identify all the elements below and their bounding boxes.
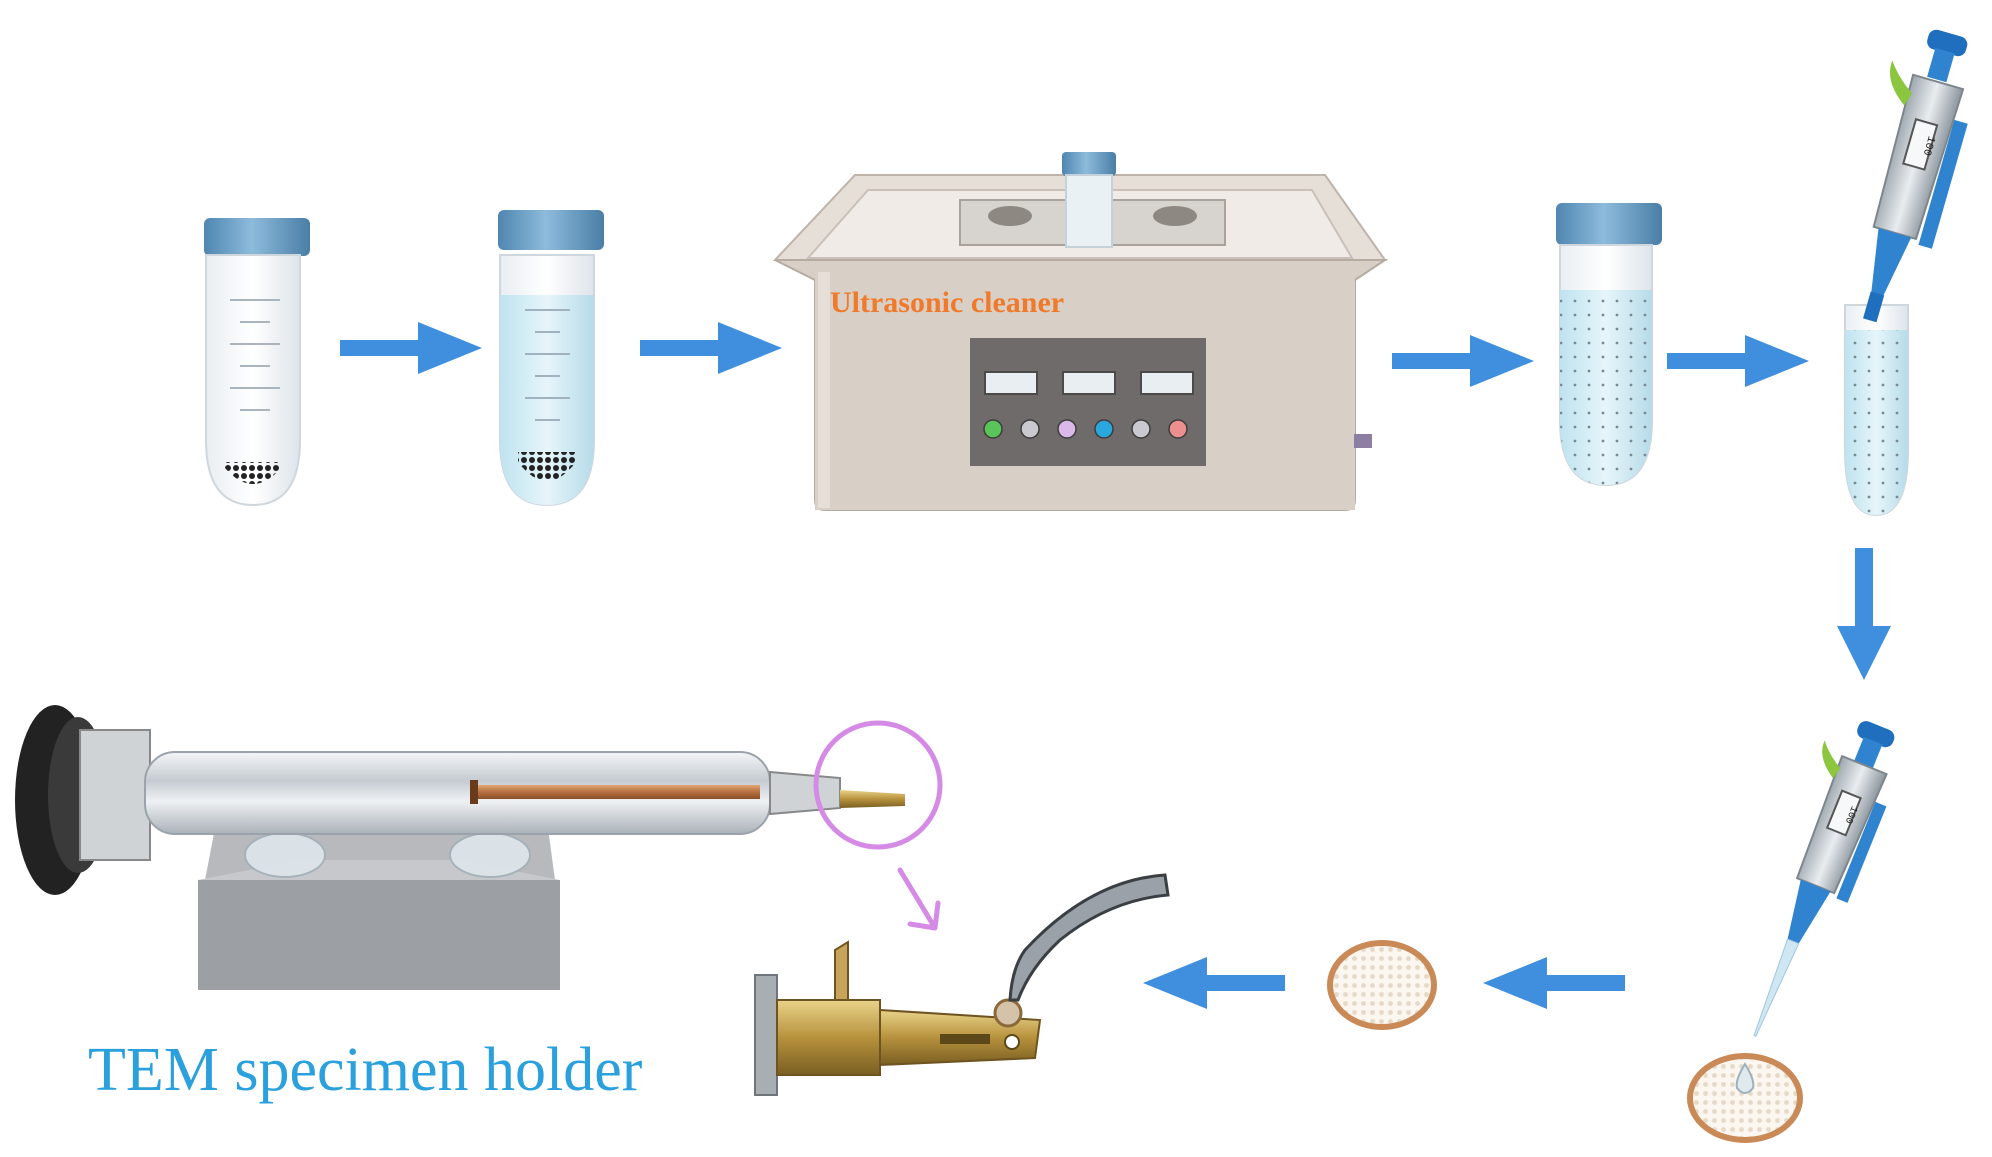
tube-dispersion (1556, 203, 1662, 487)
panel-button-4 (1094, 419, 1114, 439)
arrow-left-2 (1143, 957, 1285, 1009)
magnifier-circle (813, 720, 943, 850)
tem-specimen-holder: TEM specimen holder (15, 705, 943, 1104)
tweezers (1008, 873, 1170, 1002)
arrow-4 (1667, 335, 1809, 387)
pipette-lower: 100 (1687, 721, 1895, 1143)
panel-button-1 (983, 419, 1003, 439)
arrow-down (1837, 548, 1891, 680)
copper-grid-dried (1327, 940, 1437, 1030)
arrow-1 (340, 322, 482, 374)
holder-label: TEM specimen holder (88, 1036, 643, 1104)
cleaner-label: Ultrasonic cleaner (830, 286, 1064, 319)
pipette-display-upper: 100 (1920, 134, 1937, 156)
display-1 (984, 371, 1038, 395)
arrow-left-1 (1483, 957, 1625, 1009)
arrow-3 (1392, 335, 1534, 387)
grid-on-holder (993, 998, 1023, 1028)
panel-button-5 (1131, 419, 1151, 439)
display-3 (1140, 371, 1194, 395)
panel-button-3 (1057, 419, 1077, 439)
arrow-2 (640, 322, 782, 374)
pipette-upper: 100 (1844, 29, 1968, 517)
panel-button-2 (1020, 419, 1040, 439)
holder-tip-closeup (754, 873, 1170, 1096)
control-panel (970, 338, 1206, 466)
display-2 (1062, 371, 1116, 395)
panel-button-6 (1168, 419, 1188, 439)
copper-grid-drop (1687, 1053, 1803, 1143)
ultrasonic-cleaner: Ultrasonic cleaner (772, 152, 1389, 511)
tube-sample (204, 218, 310, 507)
tube-with-solvent (498, 210, 604, 507)
magnifier-arrow (897, 867, 941, 931)
